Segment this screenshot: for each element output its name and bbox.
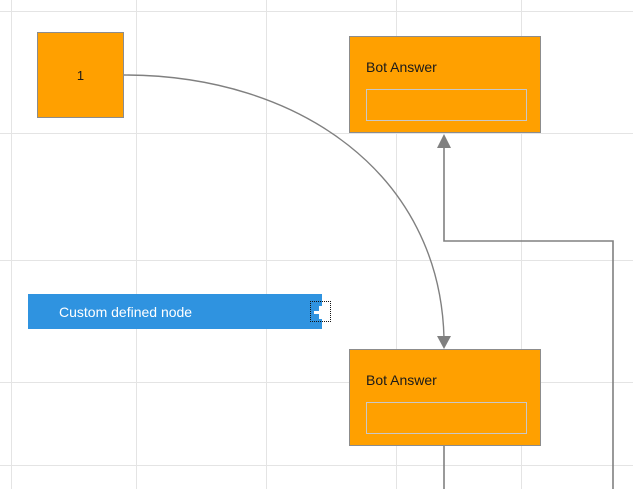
node-bot-answer-bottom[interactable]: Bot Answer xyxy=(349,349,541,446)
edge-curve[interactable] xyxy=(123,74,445,339)
edge-curve-arrowhead-icon xyxy=(437,336,451,349)
edge-elbow[interactable] xyxy=(443,146,614,489)
edge-elbow-arrowhead-icon xyxy=(437,134,451,148)
plus-icon[interactable] xyxy=(310,301,331,322)
node-1[interactable]: 1 xyxy=(37,32,124,118)
node-1-label: 1 xyxy=(76,67,85,83)
custom-defined-node-label: Custom defined node xyxy=(59,303,193,320)
custom-defined-node-bar[interactable]: Custom defined node xyxy=(28,294,331,329)
node-bot-answer-top-title: Bot Answer xyxy=(366,59,437,75)
node-bot-answer-bottom-slot[interactable] xyxy=(366,402,527,434)
plus-icon-vertical-bar xyxy=(319,306,322,319)
node-bot-answer-bottom-title: Bot Answer xyxy=(366,372,437,388)
node-bot-answer-top[interactable]: Bot Answer xyxy=(349,36,541,133)
node-bot-answer-top-slot[interactable] xyxy=(366,89,527,121)
